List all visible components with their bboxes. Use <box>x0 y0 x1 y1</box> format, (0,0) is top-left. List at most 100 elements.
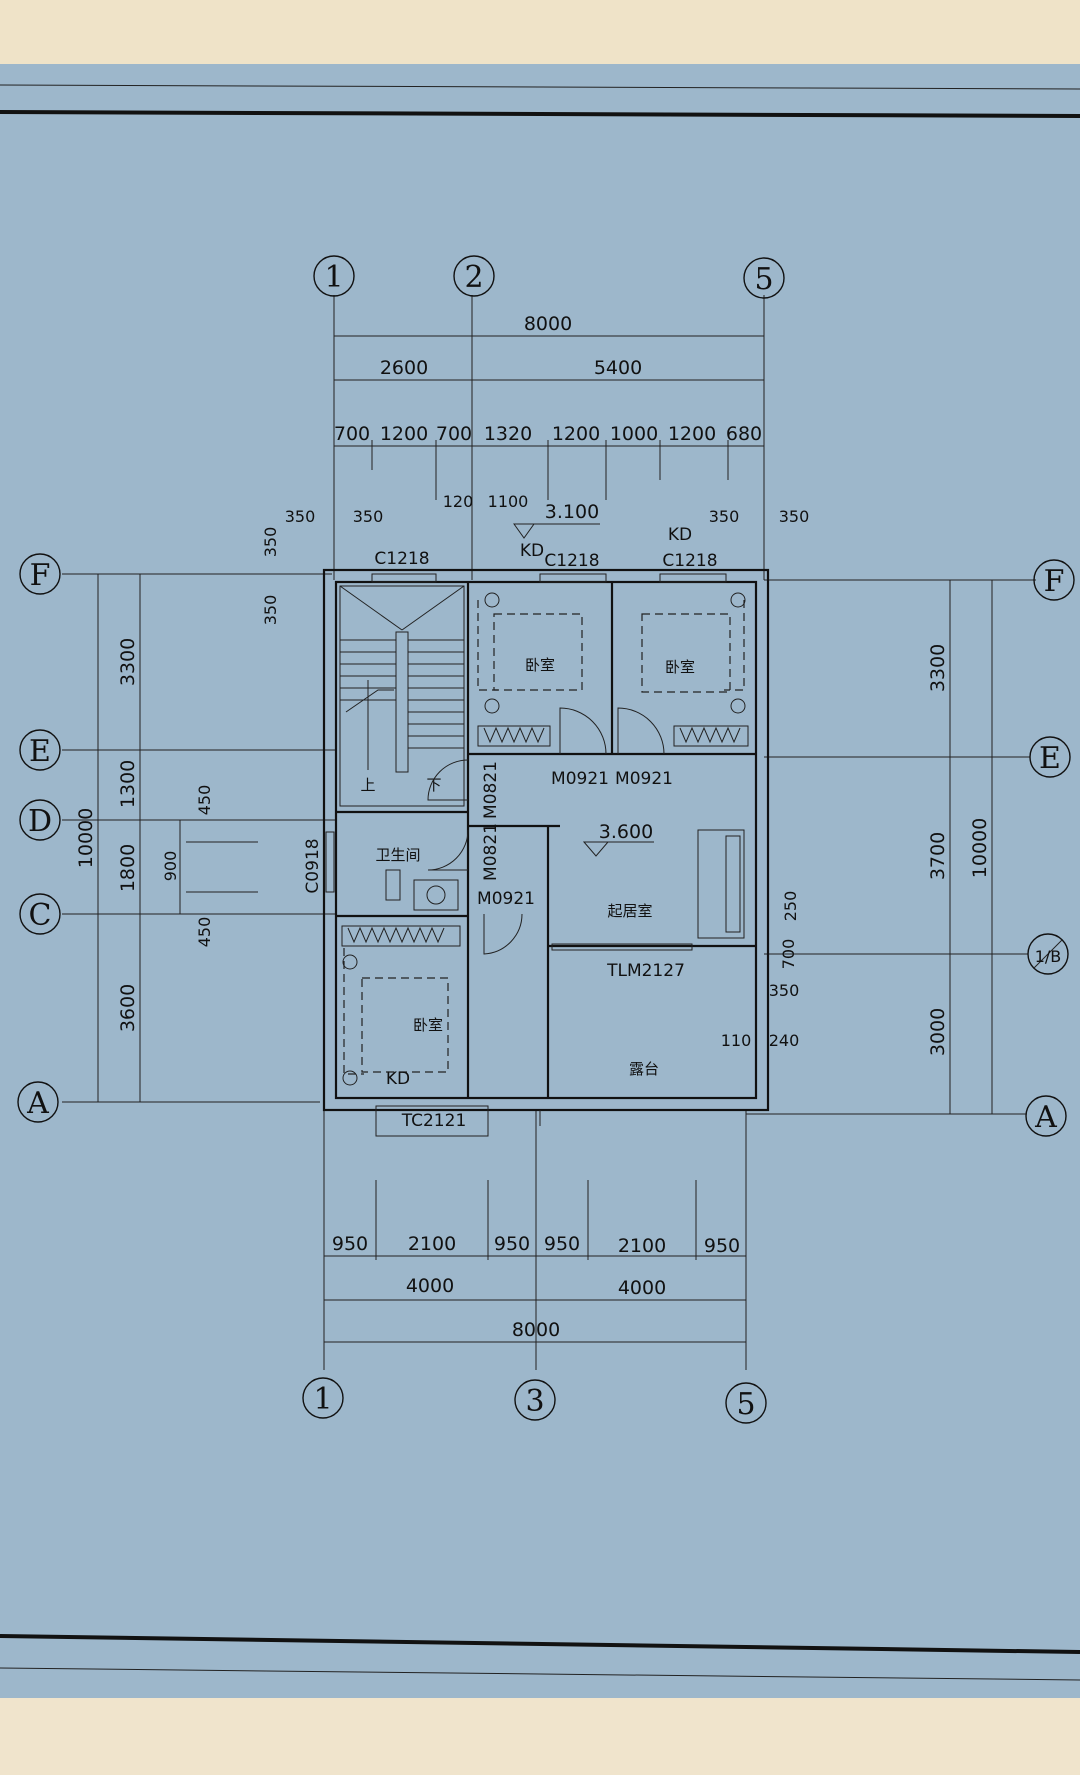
svg-text:E: E <box>29 734 51 769</box>
lamp-icons <box>342 592 746 1086</box>
dim-top-total: 8000 <box>524 313 572 335</box>
bathroom-fixtures <box>385 869 459 911</box>
stair-down-label: 下 <box>426 776 441 794</box>
dim-350-top-right-a: 350 <box>709 507 740 526</box>
dim-right-small-700: 700 <box>779 939 798 970</box>
right-dimension-lines <box>949 580 993 1114</box>
svg-text:2: 2 <box>464 260 483 295</box>
door-m0821-b: M0821 <box>481 823 501 881</box>
elevation-top: 3.100 <box>545 501 599 523</box>
svg-text:A: A <box>26 1086 49 1121</box>
bed-sw <box>343 948 449 1075</box>
room-bedroom-nw: 卧室 <box>525 656 555 674</box>
dim-right-inner-3: 3000 <box>927 1008 949 1056</box>
bottom-dimension-lines <box>324 1180 746 1343</box>
dim-350-top-right-b: 350 <box>779 507 810 526</box>
dim-left-inner-4: 3600 <box>117 984 139 1032</box>
door-m0821-a: M0821 <box>481 761 501 819</box>
dim-right-outer: 10000 <box>969 818 991 878</box>
dim-bottom-detail-1: 950 <box>332 1233 368 1255</box>
stair-up-label: 上 <box>360 776 375 794</box>
door-swings <box>427 707 665 955</box>
svg-text:C: C <box>29 898 52 933</box>
dim-bottom-detail-6: 950 <box>704 1235 740 1257</box>
axis-bubble-right-A: A <box>1025 1095 1067 1137</box>
dim-left-window-2: 900 <box>161 851 180 882</box>
dim-right-small-250: 250 <box>781 891 800 922</box>
room-living: 起居室 <box>607 902 652 920</box>
windows <box>325 573 727 1137</box>
kd-label-top-left: KD <box>520 541 544 561</box>
dim-right-small-240: 240 <box>769 1031 800 1050</box>
bottom-band <box>0 1698 1080 1775</box>
svg-text:5: 5 <box>736 1387 755 1422</box>
dim-right-small-110: 110 <box>721 1031 752 1050</box>
svg-text:A: A <box>1034 1100 1057 1135</box>
staircase <box>339 585 465 807</box>
svg-text:D: D <box>28 804 52 839</box>
wardrobe-sw <box>341 925 461 947</box>
dim-left-window-3: 450 <box>195 917 214 948</box>
dim-top-mid-1: 2600 <box>380 357 428 379</box>
svg-text:3: 3 <box>525 1384 544 1419</box>
frame-bottom-thin <box>0 1667 1080 1681</box>
svg-text:F: F <box>1044 564 1065 599</box>
dim-bottom-mid-2: 4000 <box>618 1277 666 1299</box>
bed-nw <box>477 600 583 691</box>
dim-left-inner-1: 3300 <box>117 638 139 686</box>
window-c1218-b: C1218 <box>544 551 599 571</box>
axis-bubble-right-F: F <box>1033 559 1075 601</box>
dim-top-detail-6: 1000 <box>610 423 658 445</box>
dim-bottom-detail-2: 2100 <box>408 1233 456 1255</box>
axis-bubble-left-F: F <box>19 553 61 595</box>
room-terrace: 露台 <box>629 1060 659 1078</box>
axis-bubble-left-C: C <box>19 893 61 935</box>
axis-bubble-left-D: D <box>19 799 61 841</box>
dim-bottom-total: 8000 <box>512 1319 560 1341</box>
axis-lines <box>62 295 1036 1370</box>
axis-bubble-top-5: 5 <box>743 257 785 299</box>
axis-bubble-bottom-3: 3 <box>514 1379 556 1421</box>
dim-bottom-mid-1: 4000 <box>406 1275 454 1297</box>
dim-right-inner-2: 3700 <box>927 832 949 880</box>
dim-top-detail-7: 1200 <box>668 423 716 445</box>
axis-bubble-bottom-5: 5 <box>725 1382 767 1424</box>
dim-top-mid-2: 5400 <box>594 357 642 379</box>
dim-left-inner-3: 1800 <box>117 844 139 892</box>
door-m0921-b: M0921 <box>615 769 673 789</box>
elevation-living: 3.600 <box>599 821 653 843</box>
dim-top-detail-4: 1320 <box>484 423 532 445</box>
dim-right-inner-1: 3300 <box>927 644 949 692</box>
axis-bubble-left-A: A <box>17 1081 59 1123</box>
bed-ne <box>641 600 745 693</box>
axis-bubble-top-1: 1 <box>313 255 355 297</box>
frame-top-thin <box>0 84 1080 90</box>
svg-text:1: 1 <box>324 260 343 295</box>
dim-bottom-detail-4: 950 <box>544 1233 580 1255</box>
svg-text:F: F <box>30 558 51 593</box>
top-band <box>0 0 1080 64</box>
dim-top-detail-5: 1200 <box>552 423 600 445</box>
axis-bubble-top-2: 2 <box>453 255 495 297</box>
dim-left-outer: 10000 <box>75 808 97 868</box>
dim-350-left-a: 350 <box>261 527 280 558</box>
door-tlm2127: TLM2127 <box>606 961 685 981</box>
dim-350-top-left-b: 350 <box>353 507 384 526</box>
dim-top-detail-3: 700 <box>436 423 472 445</box>
kd-label-top-right: KD <box>668 525 692 545</box>
top-dimension-lines <box>333 332 765 500</box>
room-bedroom-sw: 卧室 <box>413 1016 443 1034</box>
window-c0918: C0918 <box>303 838 323 893</box>
room-bedroom-ne: 卧室 <box>665 658 695 676</box>
room-bathroom: 卫生间 <box>375 846 420 864</box>
dim-right-small-350: 350 <box>769 981 800 1000</box>
sofa <box>697 829 745 939</box>
dim-top-small-2: 1100 <box>488 492 529 511</box>
axis-bubble-left-E: E <box>19 729 61 771</box>
dim-bottom-detail-3: 950 <box>494 1233 530 1255</box>
door-m0921-a: M0921 <box>551 769 609 789</box>
axis-bubble-bottom-1: 1 <box>302 1377 344 1419</box>
dim-top-detail-2: 1200 <box>380 423 428 445</box>
axis-bubble-right-E: E <box>1029 736 1071 778</box>
